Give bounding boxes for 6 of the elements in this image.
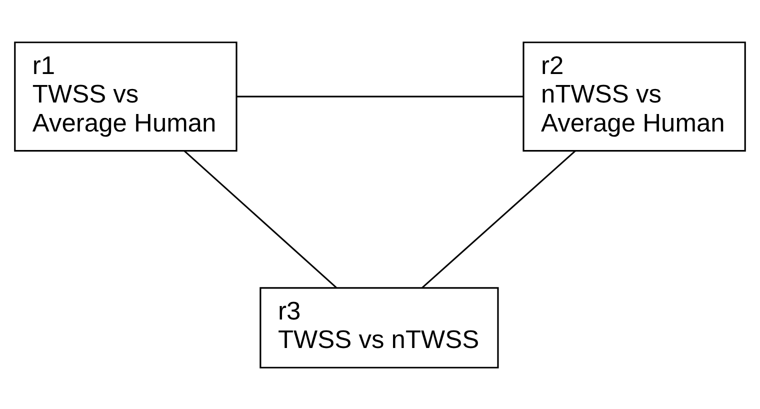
connector <box>184 150 338 288</box>
connector <box>236 95 524 97</box>
node-box: r2 nTWSS vs Average Human <box>522 41 746 152</box>
node-box: r3 TWSS vs nTWSS <box>260 286 499 368</box>
node-box: r1 TWSS vs Average Human <box>14 41 238 152</box>
connector <box>422 150 576 288</box>
